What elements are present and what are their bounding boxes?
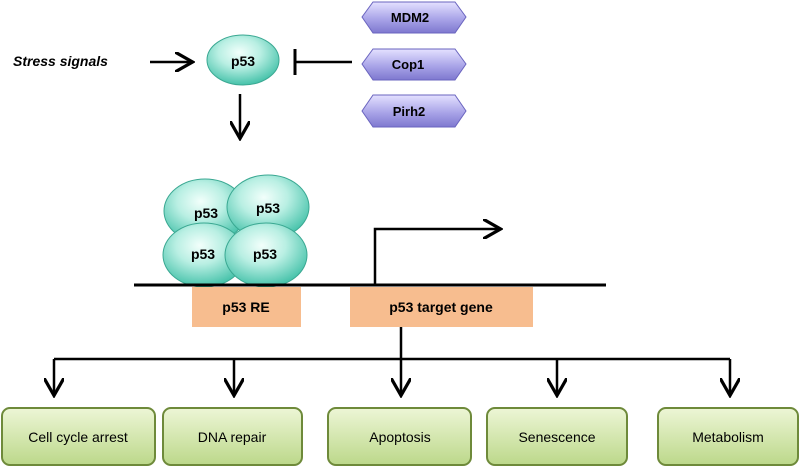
p53-label: p53 [231, 53, 255, 69]
stress-signals-label: Stress signals [13, 53, 108, 69]
outcome-apoptosis: Apoptosis [327, 407, 472, 466]
p53-tetramer: p53 p53 p53 p53 [162, 174, 310, 288]
regulator-cop1-label: Cop1 [392, 57, 425, 72]
tetramer-label-1: p53 [194, 205, 218, 221]
outcome-senescence: Senescence [486, 407, 628, 466]
target-gene-label: p53 target gene [389, 299, 493, 315]
regulator-mdm2-label: MDM2 [391, 10, 429, 25]
regulator-pirh2: Pirh2 [361, 94, 467, 128]
outcome-dna-repair: DNA repair [162, 407, 303, 466]
outcome-cell-cycle-arrest: Cell cycle arrest [1, 407, 156, 466]
outcome-label-metabolism: Metabolism [692, 429, 764, 445]
p53-target-gene [350, 287, 533, 327]
p53-response-element [192, 287, 301, 327]
regulator-cop1: Cop1 [361, 48, 467, 81]
outcome-label-senescence: Senescence [518, 429, 595, 445]
outcome-metabolism: Metabolism [657, 407, 799, 466]
regulator-mdm2: MDM2 [361, 1, 467, 34]
p53-node [206, 34, 280, 86]
transcription-start-arrow [373, 229, 498, 285]
outcome-label-apoptosis: Apoptosis [369, 429, 430, 445]
outcome-label-cell-cycle-arrest: Cell cycle arrest [28, 429, 128, 445]
tetramer-label-2: p53 [256, 200, 280, 216]
outcome-label-dna-repair: DNA repair [198, 429, 267, 445]
p53-re-label: p53 RE [222, 299, 269, 315]
tetramer-label-4: p53 [253, 246, 277, 262]
regulator-pirh2-label: Pirh2 [393, 104, 426, 119]
tetramer-label-3: p53 [191, 246, 215, 262]
